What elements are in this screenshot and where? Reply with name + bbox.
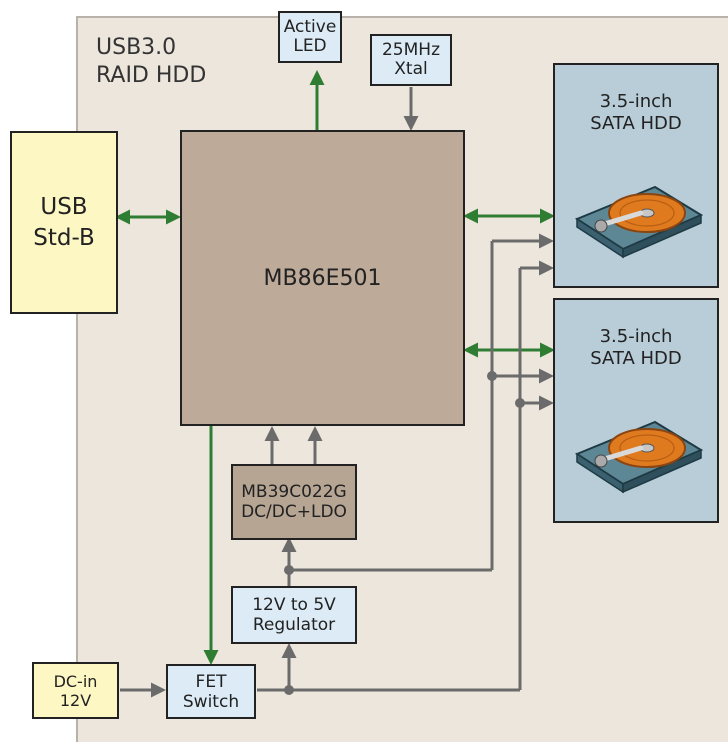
hard-drive-icon (574, 420, 704, 494)
junction-dot (515, 398, 525, 408)
sata-hdd-panel-1: 3.5-inch SATA HDD (553, 63, 719, 288)
junction-dot (284, 685, 294, 695)
junction-dot (284, 565, 294, 575)
regulator-block: 12V to 5V Regulator (231, 586, 357, 644)
sata-hdd-label: 3.5-inch SATA HDD (590, 91, 682, 134)
usb-connector-block: USB Std-B (10, 131, 118, 314)
board-title: USB3.0 RAID HDD (96, 35, 207, 88)
junction-dot (487, 371, 497, 381)
controller-chip: MB86E501 (180, 130, 465, 426)
sata-hdd-label: 3.5-inch SATA HDD (590, 326, 682, 369)
xtal-block: 25MHz Xtal (370, 34, 452, 86)
fet-switch-block: FET Switch (166, 664, 256, 719)
hard-drive-icon (574, 185, 704, 259)
sata-hdd-panel-2: 3.5-inch SATA HDD (553, 298, 719, 523)
pmic-block: MB39C022G DC/DC+LDO (231, 464, 357, 540)
active-led-block: Active LED (278, 11, 342, 63)
dc-in-block: DC-in 12V (32, 662, 119, 719)
